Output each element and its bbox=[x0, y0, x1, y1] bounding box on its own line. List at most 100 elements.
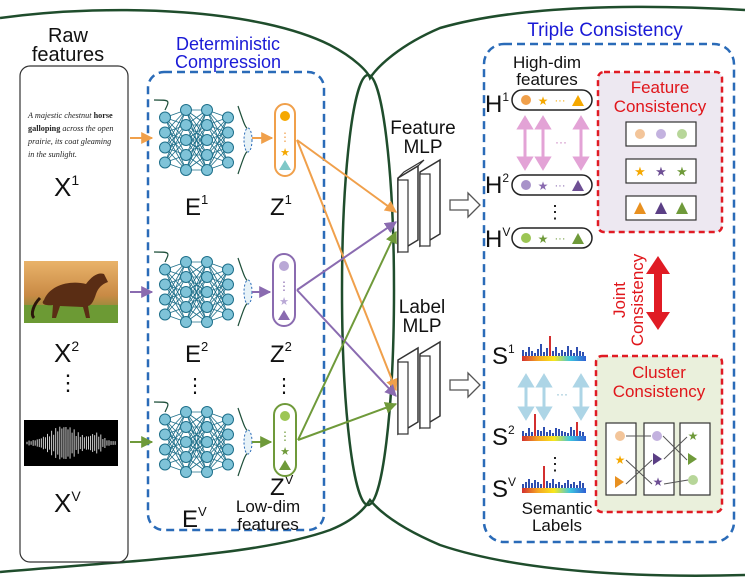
triple-title: Triple Consistency bbox=[527, 20, 683, 41]
triple-consistency-box bbox=[482, 42, 736, 544]
svg-text:★: ★ bbox=[634, 165, 646, 180]
bottleneck-bottom-curve bbox=[0, 497, 745, 577]
text-sample: A majestic chestnut horse galloping acro… bbox=[27, 111, 113, 159]
arrow-z2-feature-mlp bbox=[296, 221, 397, 291]
svg-text:···: ··· bbox=[555, 95, 566, 107]
text-line2b: across the open bbox=[60, 124, 113, 133]
zv-label: ZV bbox=[270, 472, 294, 501]
svg-text:★: ★ bbox=[615, 453, 626, 467]
svg-text:A majestic chestnut horse: A majestic chestnut horse bbox=[27, 111, 113, 120]
svg-text:★: ★ bbox=[538, 179, 549, 193]
s2-label: S2 bbox=[492, 423, 515, 451]
encoders bbox=[153, 99, 253, 478]
encoder-v bbox=[153, 401, 253, 478]
highdim-label-1: High-dim bbox=[513, 53, 581, 72]
h2-capsule: ★ ··· bbox=[511, 174, 593, 196]
raw-features-title-2: features bbox=[32, 44, 104, 66]
e-dots: ⋮ bbox=[185, 375, 205, 397]
svg-text:★: ★ bbox=[653, 475, 664, 489]
sv-histogram bbox=[522, 466, 586, 493]
highdim-label-2: features bbox=[516, 70, 577, 89]
z1-capsule: ⋮ ★ bbox=[274, 103, 296, 177]
feature-group-circles bbox=[625, 121, 697, 147]
svg-text:★: ★ bbox=[280, 146, 290, 159]
svg-text:···: ··· bbox=[555, 180, 566, 192]
z1-label: Z1 bbox=[270, 192, 292, 221]
text-line3: prairie, its coat gleaming bbox=[27, 137, 111, 146]
svg-text:⋮: ⋮ bbox=[279, 130, 291, 144]
hv-capsule: ★ ··· bbox=[511, 227, 593, 249]
z2-capsule: ⋮ ★ bbox=[272, 253, 296, 327]
label-mlp-block bbox=[397, 340, 441, 436]
svg-text:★: ★ bbox=[688, 429, 699, 443]
joint-consistency-label-2: Consistency bbox=[628, 253, 647, 346]
semantic-label-histograms bbox=[522, 336, 586, 493]
svg-text:···: ··· bbox=[555, 233, 566, 245]
hollow-arrow-feature bbox=[449, 191, 481, 219]
feature-mlp-label-1: Feature bbox=[390, 118, 455, 139]
joint-consistency-arrow bbox=[646, 256, 670, 330]
bottleneck-top-curve bbox=[0, 5, 745, 81]
cluster-consistency-title-2: Consistency bbox=[613, 382, 706, 401]
s-dots: ⋮ bbox=[546, 454, 564, 474]
text-line1a: A majestic chestnut bbox=[27, 111, 94, 120]
h2-label: H2 bbox=[485, 171, 509, 199]
s1-label: S1 bbox=[492, 342, 515, 370]
hv-label: HV bbox=[485, 225, 510, 253]
semantic-label-1: Semantic bbox=[522, 499, 593, 518]
feature-mlp-label-2: MLP bbox=[403, 137, 442, 158]
feature-alignment-arrows bbox=[516, 115, 590, 171]
x1-label: X1 bbox=[54, 172, 79, 202]
audio-waveform bbox=[24, 420, 118, 466]
arrow-zv-feature-mlp bbox=[297, 230, 397, 441]
sv-label: SV bbox=[492, 475, 516, 503]
arrow-z1-label-mlp bbox=[296, 139, 398, 392]
xv-label: XV bbox=[54, 488, 81, 518]
arrow-zv-label-mlp bbox=[297, 402, 398, 441]
lowdim-label-1: Low-dim bbox=[236, 497, 300, 516]
compression-title-1: Deterministic bbox=[176, 34, 280, 54]
compression-box bbox=[146, 70, 326, 532]
encoder-2 bbox=[153, 251, 253, 328]
ev-label: EV bbox=[182, 504, 207, 533]
z-dots: ⋮ bbox=[274, 375, 294, 397]
x-dots: ⋮ bbox=[57, 370, 79, 395]
cluster-assignment-diagram: ★ ★ ★ bbox=[605, 422, 711, 496]
semantic-label-2: Labels bbox=[532, 516, 582, 535]
cluster-consistency-title-1: Cluster bbox=[632, 363, 686, 382]
raw-features-title-1: Raw bbox=[48, 25, 89, 47]
feature-mlp-block bbox=[397, 158, 441, 254]
h1-capsule: ★ ··· bbox=[511, 89, 593, 111]
feature-group-stars: ★★★ bbox=[625, 158, 697, 184]
e2-label: E2 bbox=[185, 339, 208, 368]
h-dots: ⋮ bbox=[546, 202, 564, 222]
label-arrows-ellipsis: ··· bbox=[556, 387, 568, 401]
text-line1b: horse bbox=[94, 111, 113, 120]
feature-consistency-title-1: Feature bbox=[631, 78, 690, 97]
z2-label: Z2 bbox=[270, 339, 292, 368]
arrow-z2-label-mlp bbox=[296, 289, 397, 397]
feature-arrows-ellipsis: ··· bbox=[555, 135, 567, 149]
svg-text:galloping across the open: galloping across the open bbox=[28, 124, 113, 133]
label-alignment-arrows bbox=[517, 373, 590, 421]
h1-label: H1 bbox=[485, 90, 509, 118]
text-line4: in the sunlight. bbox=[28, 150, 77, 159]
svg-text:⋮: ⋮ bbox=[278, 279, 290, 293]
s1-histogram bbox=[522, 336, 586, 361]
svg-text:★: ★ bbox=[538, 94, 549, 108]
svg-text:★: ★ bbox=[279, 295, 289, 308]
svg-text:★: ★ bbox=[655, 165, 667, 180]
e1-label: E1 bbox=[185, 192, 208, 221]
label-mlp-label-1: Label bbox=[399, 297, 446, 318]
horse-image bbox=[24, 261, 118, 323]
feature-consistency-box bbox=[596, 70, 724, 234]
lowdim-label-2: features bbox=[237, 515, 298, 534]
text-line2a: galloping bbox=[28, 124, 61, 133]
encoder-1 bbox=[153, 99, 253, 176]
zv-capsule: ⋮ ★ bbox=[273, 403, 297, 477]
bottleneck-ellipse bbox=[340, 73, 396, 507]
svg-text:★: ★ bbox=[538, 232, 549, 246]
joint-consistency-label-1: Joint bbox=[610, 282, 629, 318]
